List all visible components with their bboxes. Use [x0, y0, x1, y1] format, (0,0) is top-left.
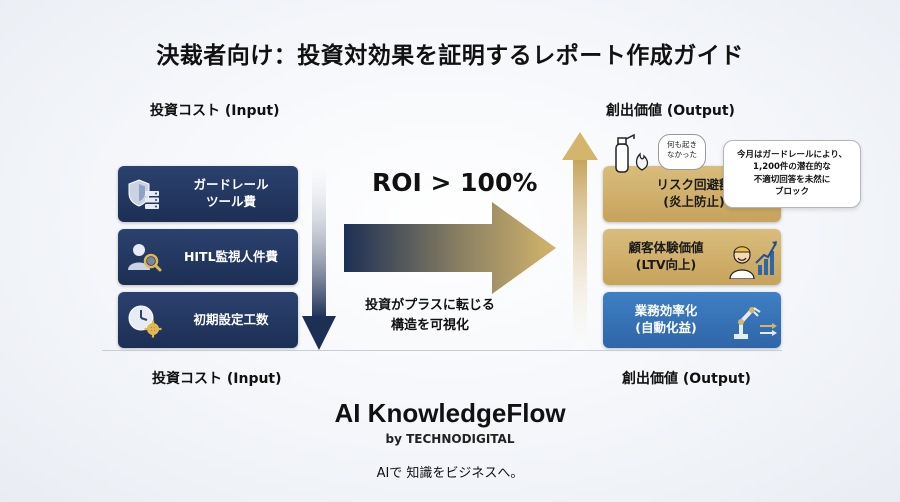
brand-by: by TECHNODIGITAL [385, 432, 515, 446]
value-card-efficiency-line1: 業務効率化 [634, 303, 698, 319]
down-arrow [302, 164, 336, 350]
roi-label: ROI > 100% [372, 168, 538, 197]
cost-card-guardrail-line2: ツール費 [205, 194, 256, 209]
cost-card-hitl-line1: HITL監視人件費 [183, 248, 279, 264]
page-title: 決裁者向け：投資対効果を証明するレポート作成ガイド [156, 43, 744, 69]
shield-server-icon [118, 166, 170, 222]
speech-bubble-large: 今月はガードレールにより、 1,200件の潜在的な 不適切回答を未然に ブロック [723, 140, 861, 208]
brand-name: AI KnowledgeFlow [334, 398, 566, 428]
input-bottom-label: 投資コスト (Input) [152, 371, 282, 387]
fire-extinguisher-icon [608, 130, 654, 178]
output-bottom-label: 創出価値 (Output) [622, 371, 751, 387]
speech-bubble-small-line1: 何も起き [667, 140, 697, 149]
cost-card-setup-line1: 初期設定工数 [193, 311, 269, 327]
input-top-label: 投資コスト (Input) [150, 103, 280, 119]
clock-gear-icon [118, 292, 170, 348]
speech-bubble-large-line2: 1,200件の潜在的な [753, 162, 831, 173]
brand-tagline: AIで 知識をビジネスへ。 [376, 466, 524, 481]
cost-card-guardrail: ガードレール ツール費 [118, 166, 298, 222]
value-card-cx-line1: 顧客体験価値 [628, 240, 704, 256]
value-card-efficiency: 業務効率化 (自動化益) [603, 292, 781, 348]
robot-arm-icon [725, 292, 781, 348]
value-card-risk-line2: (炎上防止) [663, 194, 725, 209]
speech-bubble-small: 何も起き なかった [658, 134, 706, 170]
value-card-efficiency-line2: (自動化益) [635, 320, 697, 335]
speech-bubble-large-line1: 今月はガードレールにより、 [737, 150, 847, 160]
cost-card-guardrail-line1: ガードレール [193, 177, 269, 193]
person-magnifier-icon [118, 229, 170, 285]
value-card-cx-line2: (LTV向上) [635, 257, 697, 272]
speech-bubble-small-line2: なかった [667, 149, 697, 159]
speech-bubble-large-line3: 不適切回答を未然に [753, 174, 831, 185]
value-card-risk-line1: リスク回避額 [656, 177, 732, 193]
center-note-line2: 構造を可視化 [390, 317, 469, 333]
output-top-label: 創出価値 (Output) [606, 103, 735, 119]
happy-person-chart-icon [725, 229, 781, 285]
center-note: 投資がプラスに転じる 構造を可視化 [340, 296, 520, 335]
center-note-line1: 投資がプラスに転じる [365, 298, 495, 313]
roi-arrow [344, 202, 556, 294]
value-card-cx: 顧客体験価値 (LTV向上) [603, 229, 781, 285]
cost-card-setup: 初期設定工数 [118, 292, 298, 348]
cost-card-hitl: HITL監視人件費 [118, 229, 298, 285]
baseline-divider [102, 350, 782, 351]
speech-bubble-large-line4: ブロック [774, 186, 809, 197]
up-arrow [562, 132, 598, 352]
